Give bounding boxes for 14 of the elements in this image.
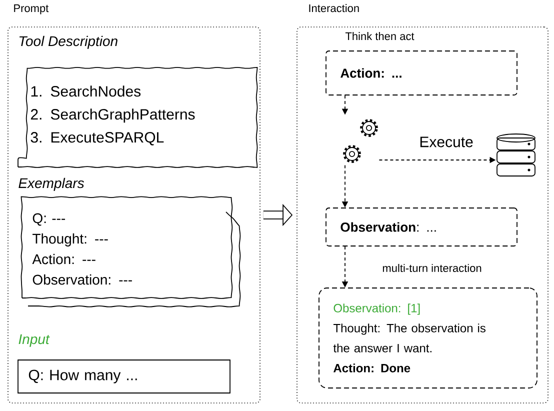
node-label: Prompt	[14, 4, 49, 14]
input-box: Input Q: How many ...	[18, 334, 230, 394]
edge-label: multi-turn interaction	[381, 262, 483, 274]
final-answer-box: Observation: [1] Thought: The observation is the answer I want. Action: Done	[318, 288, 538, 388]
node-label: Interaction	[309, 4, 359, 12]
node-label: Think then act	[345, 32, 414, 40]
node-label: Exemplars	[18, 178, 84, 191]
observation-box: Observation: ...	[326, 208, 518, 246]
edge-label: Execute	[418, 136, 474, 148]
node-label: Tool Description	[19, 36, 118, 49]
gears-icon	[343, 119, 378, 163]
node-label: Input	[18, 334, 50, 347]
action-box: Think then act Action: ...	[326, 32, 518, 96]
database-icon	[496, 134, 536, 176]
